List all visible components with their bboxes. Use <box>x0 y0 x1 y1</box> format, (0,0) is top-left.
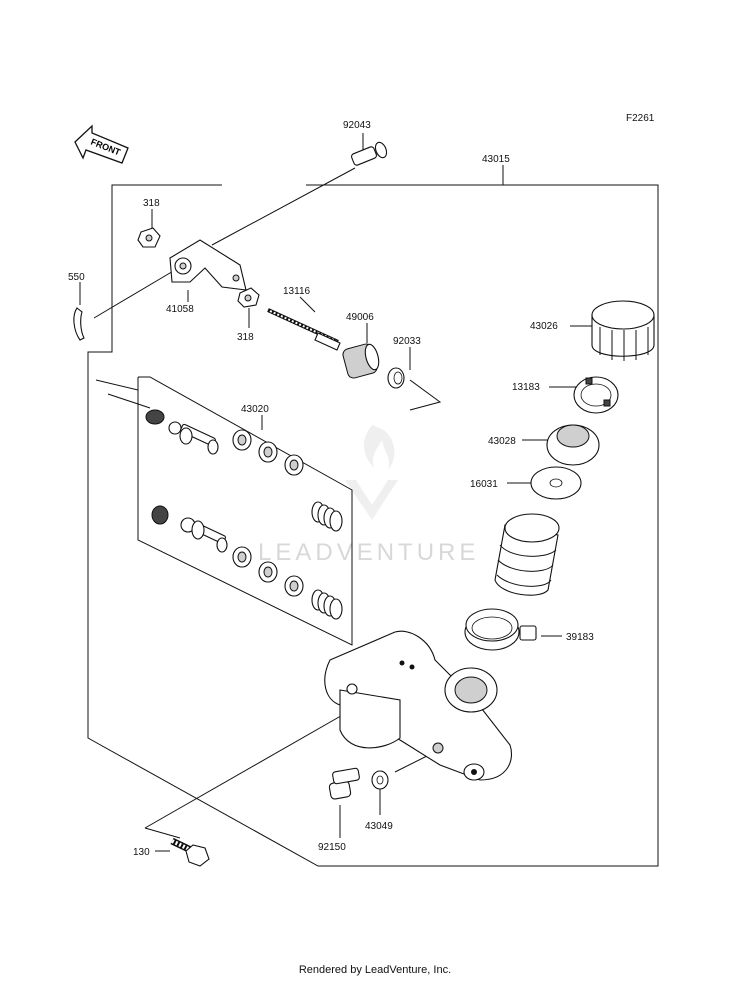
label-318-lower: 318 <box>237 332 254 343</box>
label-13116: 13116 <box>283 286 311 297</box>
washer-16031 <box>530 466 582 500</box>
plate-13183 <box>573 376 619 414</box>
cotter-pin-550 <box>73 307 85 341</box>
label-550: 550 <box>68 272 85 283</box>
clamp-39183 <box>464 608 537 651</box>
label-43015: 43015 <box>482 154 510 165</box>
label-43026: 43026 <box>530 321 558 332</box>
assembly-outline <box>87 184 659 867</box>
footer-credit: Rendered by LeadVenture, Inc. <box>298 964 452 976</box>
diaphragm-43028 <box>546 424 600 466</box>
label-43020: 43020 <box>241 404 269 415</box>
label-43028: 43028 <box>488 436 516 447</box>
bolt-92150 <box>328 767 360 800</box>
watermark-logo <box>345 425 398 520</box>
figure-code: F2261 <box>626 113 655 124</box>
label-13183: 13183 <box>512 382 540 393</box>
label-49006: 49006 <box>346 312 374 323</box>
bolt-130 <box>170 837 210 867</box>
kit-outline <box>137 376 353 646</box>
nut-318-top <box>137 227 161 248</box>
label-16031: 16031 <box>470 479 498 490</box>
nut-318-lower <box>237 287 260 308</box>
master-cylinder-body <box>324 630 513 781</box>
label-92033: 92033 <box>393 336 421 347</box>
label-39183: 39183 <box>566 632 594 643</box>
label-41058: 41058 <box>166 304 194 315</box>
label-130: 130 <box>133 847 150 858</box>
watermark-text: LEADVENTURE <box>258 539 479 566</box>
label-43049: 43049 <box>365 821 393 832</box>
label-92150: 92150 <box>318 842 346 853</box>
front-arrow-icon: FRONT <box>74 124 129 164</box>
piston-kit-43020 <box>145 409 343 620</box>
reservoir-cap-43026 <box>591 300 655 361</box>
label-318-top: 318 <box>143 198 160 209</box>
label-92043: 92043 <box>343 120 371 131</box>
pin-92043 <box>350 141 388 166</box>
washer-43049 <box>371 770 389 790</box>
clevis-41058 <box>169 239 247 291</box>
boot-49006 <box>342 343 380 379</box>
reservoir-body <box>494 513 560 596</box>
push-rod-13116 <box>267 308 341 351</box>
circlip-92033 <box>387 367 405 389</box>
